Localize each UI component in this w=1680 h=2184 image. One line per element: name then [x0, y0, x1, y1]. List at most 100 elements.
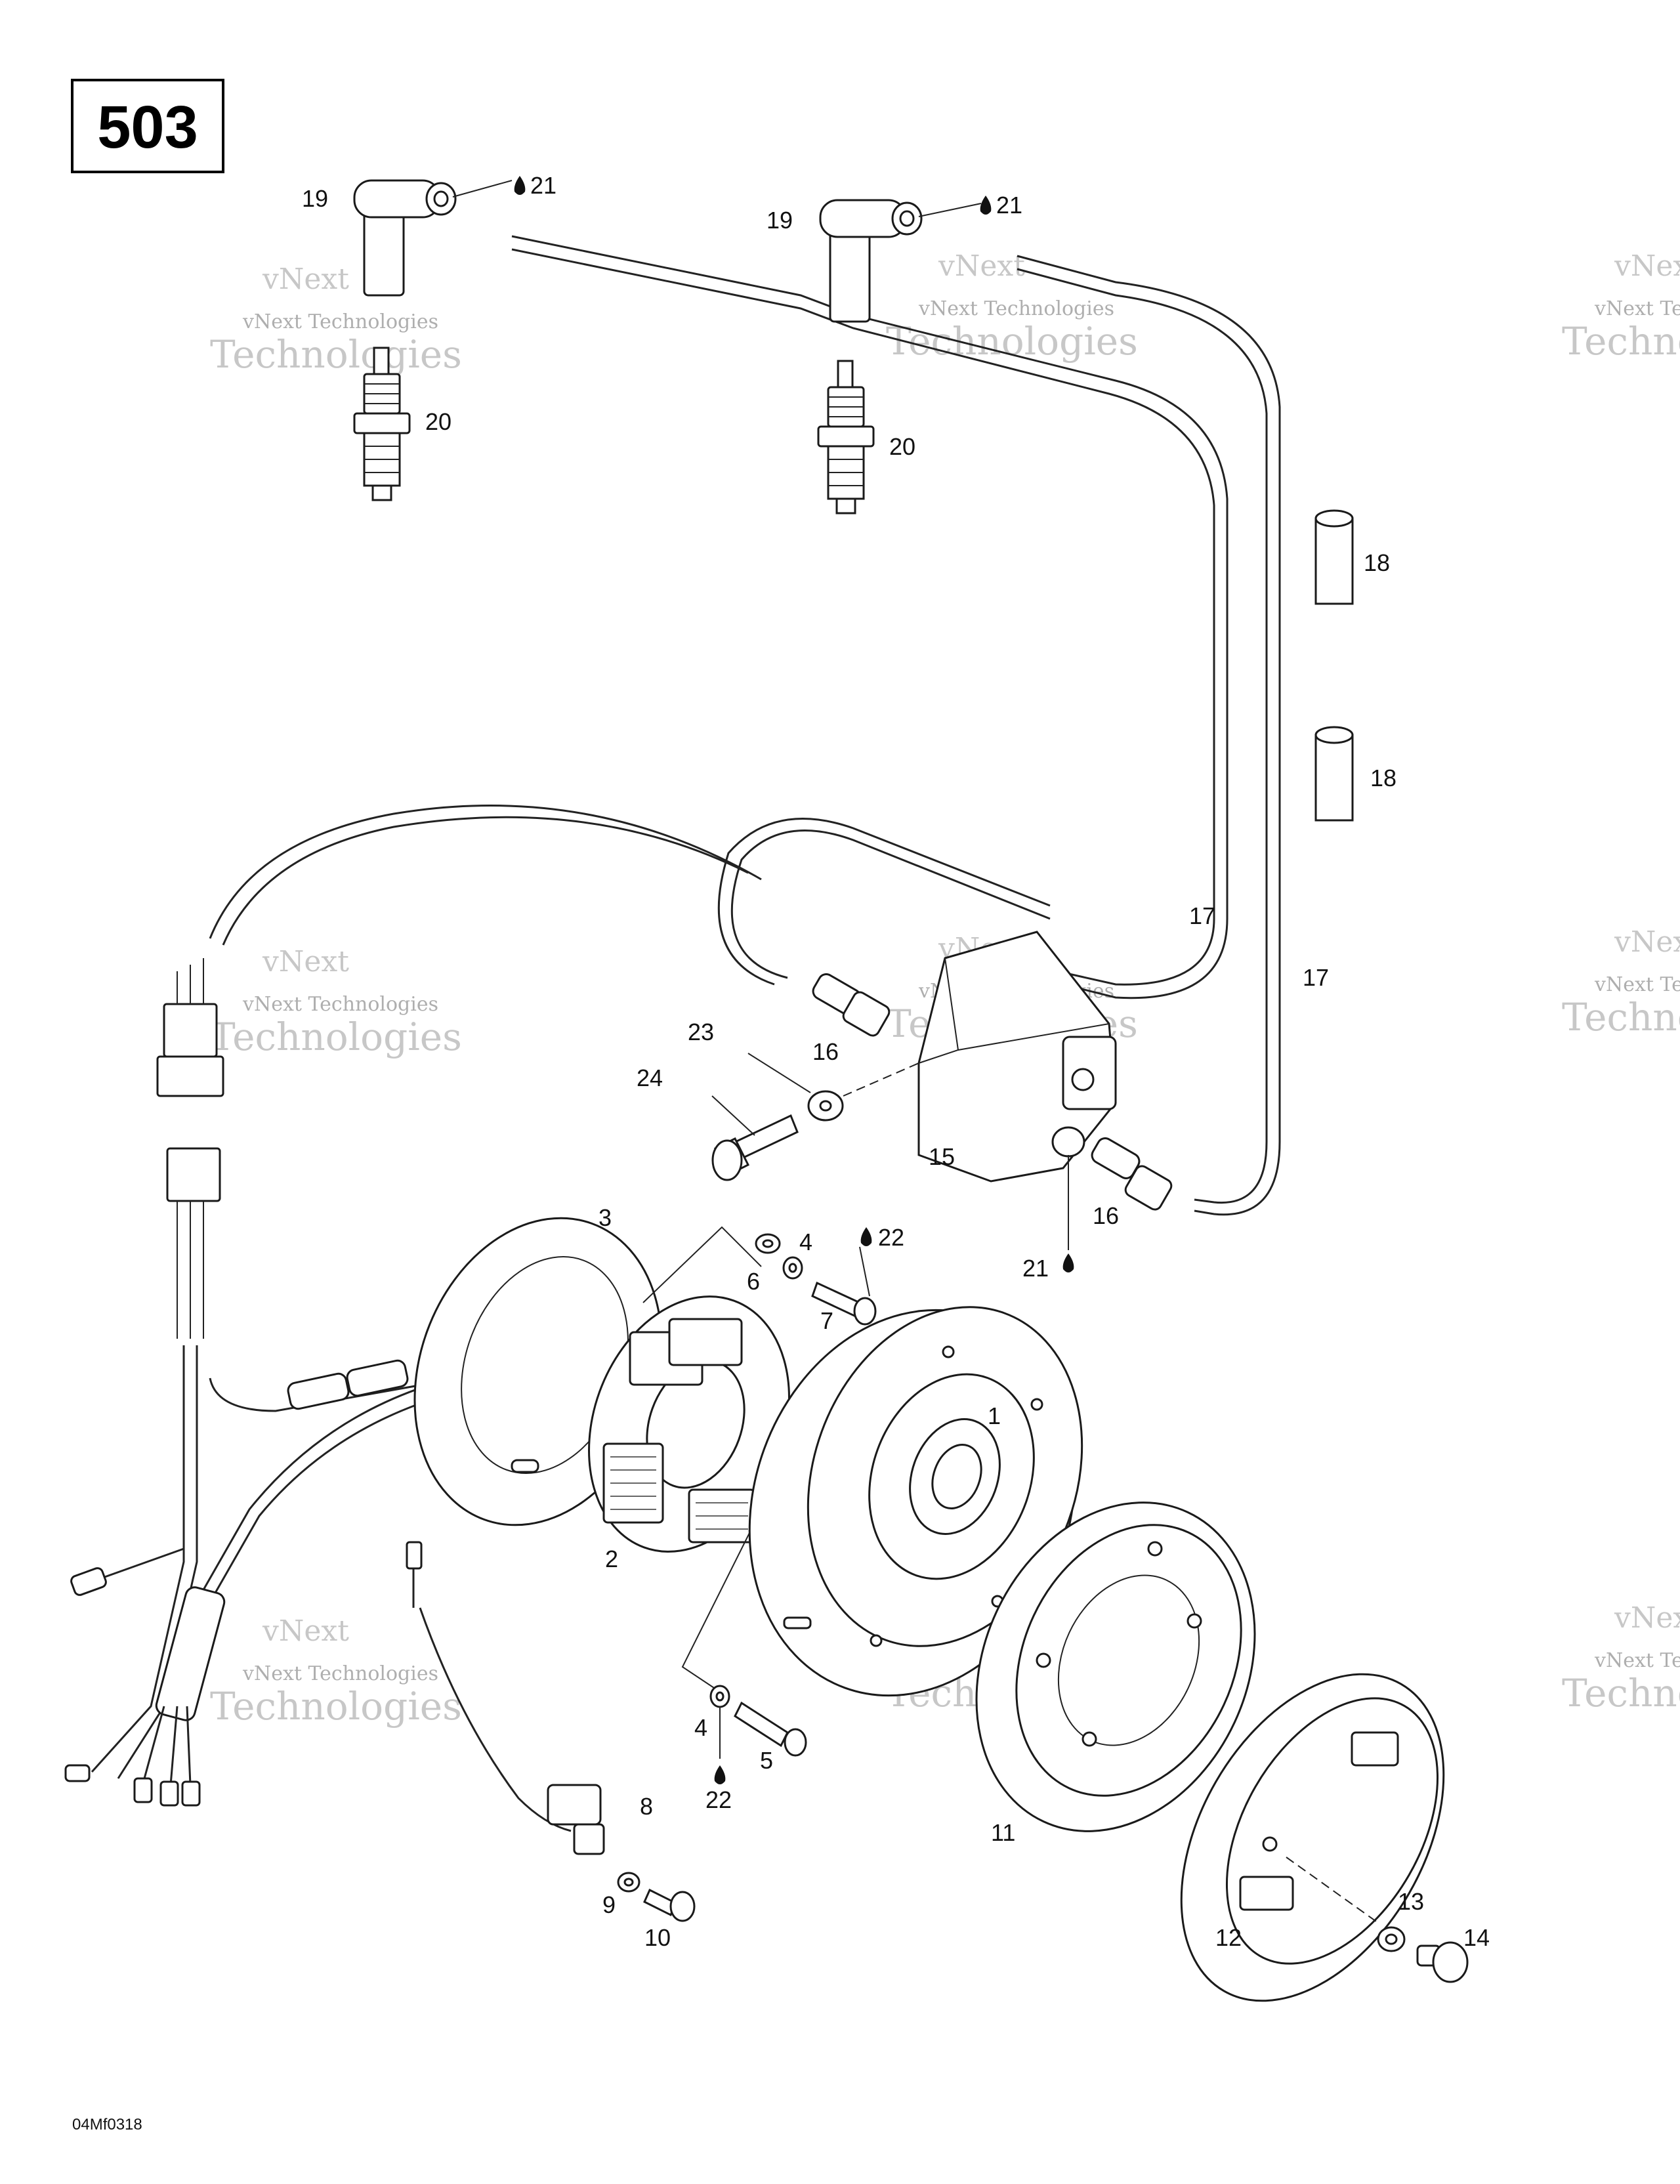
- callout-12: 12: [1215, 1924, 1242, 1951]
- hardware-bracket: [642, 1226, 762, 1694]
- figure-code: 04Mf0318: [72, 2116, 142, 2133]
- callout-18-upper: 18: [1364, 549, 1390, 576]
- callout-20-right: 20: [889, 433, 915, 460]
- callout-16-lower: 16: [1093, 1202, 1119, 1229]
- washer-23: [807, 1090, 844, 1122]
- screw-5: [734, 1701, 807, 1757]
- svg-text:vNext Technologies: vNext Technologies: [242, 993, 438, 1016]
- bolt-24: [711, 1114, 799, 1181]
- stator: [588, 1295, 790, 1553]
- cup-axis-line: [1286, 1857, 1379, 1923]
- svg-text:Technologies: Technologies: [210, 332, 462, 377]
- diagram-number: 503: [97, 94, 198, 161]
- callout-19-left: 19: [302, 185, 328, 212]
- washer-13: [1377, 1926, 1406, 1952]
- starter-cup: [1180, 1673, 1445, 2002]
- washer-6: [755, 1233, 781, 1254]
- callout-19-right: 19: [766, 207, 793, 234]
- callout-6: 6: [747, 1268, 760, 1295]
- callout-8: 8: [640, 1793, 653, 1820]
- callout-21-right: 21: [996, 192, 1022, 219]
- callout-22-lower: 22: [705, 1786, 732, 1813]
- ignition-wires: [511, 235, 1281, 1216]
- svg-text:vNext Technologies: vNext Technologies: [1594, 1649, 1680, 1672]
- watermark: vNext vNext Technologies Technologies: [1562, 1601, 1680, 1715]
- callout-3: 3: [598, 1204, 612, 1231]
- svg-text:Technologies: Technologies: [886, 319, 1138, 364]
- wire-sleeve-lower: [1314, 726, 1354, 822]
- watermark: vNext vNext Technologies Technologies: [1562, 925, 1680, 1040]
- callout-21-coil: 21: [1022, 1255, 1049, 1282]
- coil-terminal-upper: [812, 973, 891, 1037]
- svg-text:vNext Technologies: vNext Technologies: [918, 297, 1114, 320]
- svg-text:vNext: vNext: [262, 262, 349, 296]
- callout-10: 10: [644, 1924, 671, 1951]
- svg-text:vNext: vNext: [262, 945, 349, 978]
- screw-10: [643, 1888, 696, 1922]
- spark-plug-right: [817, 360, 875, 514]
- watermark: vNext vNext Technologies Technologies: [1562, 249, 1680, 364]
- watermark: vNext vNext Technologies Technologies: [210, 1614, 462, 1729]
- spark-plug-cap-right: [819, 199, 923, 323]
- ignition-coil: [917, 931, 1117, 1183]
- svg-text:vNext Technologies: vNext Technologies: [1594, 973, 1680, 996]
- callout-1: 1: [988, 1402, 1001, 1429]
- washer-4-lower: [709, 1685, 730, 1708]
- lubricant-drop-icon: [714, 1765, 726, 1784]
- lubricant-drop-icon: [980, 196, 992, 215]
- callout-16-upper: 16: [812, 1038, 839, 1065]
- coil-terminal-lower: [1091, 1137, 1173, 1211]
- svg-text:Technologies: Technologies: [210, 1015, 462, 1059]
- washer-9: [617, 1872, 640, 1893]
- svg-text:Technologies: Technologies: [210, 1684, 462, 1729]
- callout-7: 7: [820, 1307, 833, 1334]
- callout-15: 15: [929, 1143, 955, 1170]
- svg-text:Technologies: Technologies: [1562, 319, 1680, 364]
- callout-17-right: 17: [1303, 964, 1329, 991]
- callout-21-left: 21: [530, 172, 556, 199]
- lubricant-drop-icon: [860, 1227, 872, 1246]
- watermark: vNext vNext Technologies Technologies: [886, 249, 1138, 364]
- trigger-coil: [406, 1541, 605, 1855]
- svg-text:Technologies: Technologies: [1562, 995, 1680, 1040]
- spark-plug-left: [353, 346, 411, 501]
- callout-20-left: 20: [425, 408, 452, 435]
- svg-text:vNext Technologies: vNext Technologies: [1594, 297, 1680, 320]
- callout-24: 24: [637, 1064, 663, 1091]
- bolt-14: [1416, 1941, 1469, 1983]
- callout-13: 13: [1398, 1888, 1424, 1915]
- callout-4-upper: 4: [799, 1228, 812, 1255]
- callout-11: 11: [991, 1819, 1015, 1846]
- callout-2: 2: [605, 1545, 618, 1572]
- callout-labels: 1 2 3 4 4 5 6 7 8 9 10 11 12 13 14 15 16…: [302, 172, 1490, 1951]
- watermark: vNext vNext Technologies Technologies: [210, 262, 462, 377]
- lubricant-drop-icon: [1062, 1253, 1074, 1272]
- svg-text:vNext Technologies: vNext Technologies: [242, 310, 438, 333]
- svg-text:vNext: vNext: [262, 1614, 349, 1648]
- callout-4-lower: 4: [694, 1714, 707, 1741]
- wire-sleeve-upper: [1314, 509, 1354, 605]
- callout-17-left: 17: [1189, 902, 1215, 929]
- svg-text:vNext: vNext: [1614, 925, 1680, 959]
- flywheel-rotor: [748, 1306, 1083, 1697]
- callout-5: 5: [760, 1747, 773, 1774]
- callout-14: 14: [1463, 1924, 1490, 1951]
- bolt-axis-line: [843, 1062, 919, 1097]
- svg-text:vNext Technologies: vNext Technologies: [242, 1662, 438, 1685]
- watermark: vNext vNext Technologies Technologies: [210, 945, 462, 1059]
- svg-text:Technologies: Technologies: [1562, 1671, 1680, 1715]
- svg-text:vNext: vNext: [1614, 249, 1680, 283]
- svg-text:vNext: vNext: [1614, 1601, 1680, 1635]
- washer-4-upper: [782, 1256, 803, 1280]
- spark-plug-cap-left: [353, 179, 457, 297]
- callout-22-upper: 22: [878, 1224, 904, 1251]
- lubricant-drop-icon: [514, 176, 526, 195]
- svg-text:vNext: vNext: [938, 249, 1025, 283]
- drive-ring: [975, 1502, 1256, 1832]
- leader-lines: [452, 180, 1069, 1759]
- screw-7: [811, 1281, 877, 1326]
- callout-18-lower: 18: [1370, 765, 1396, 791]
- callout-23: 23: [688, 1018, 714, 1045]
- diagram-number-box: 503: [71, 79, 224, 173]
